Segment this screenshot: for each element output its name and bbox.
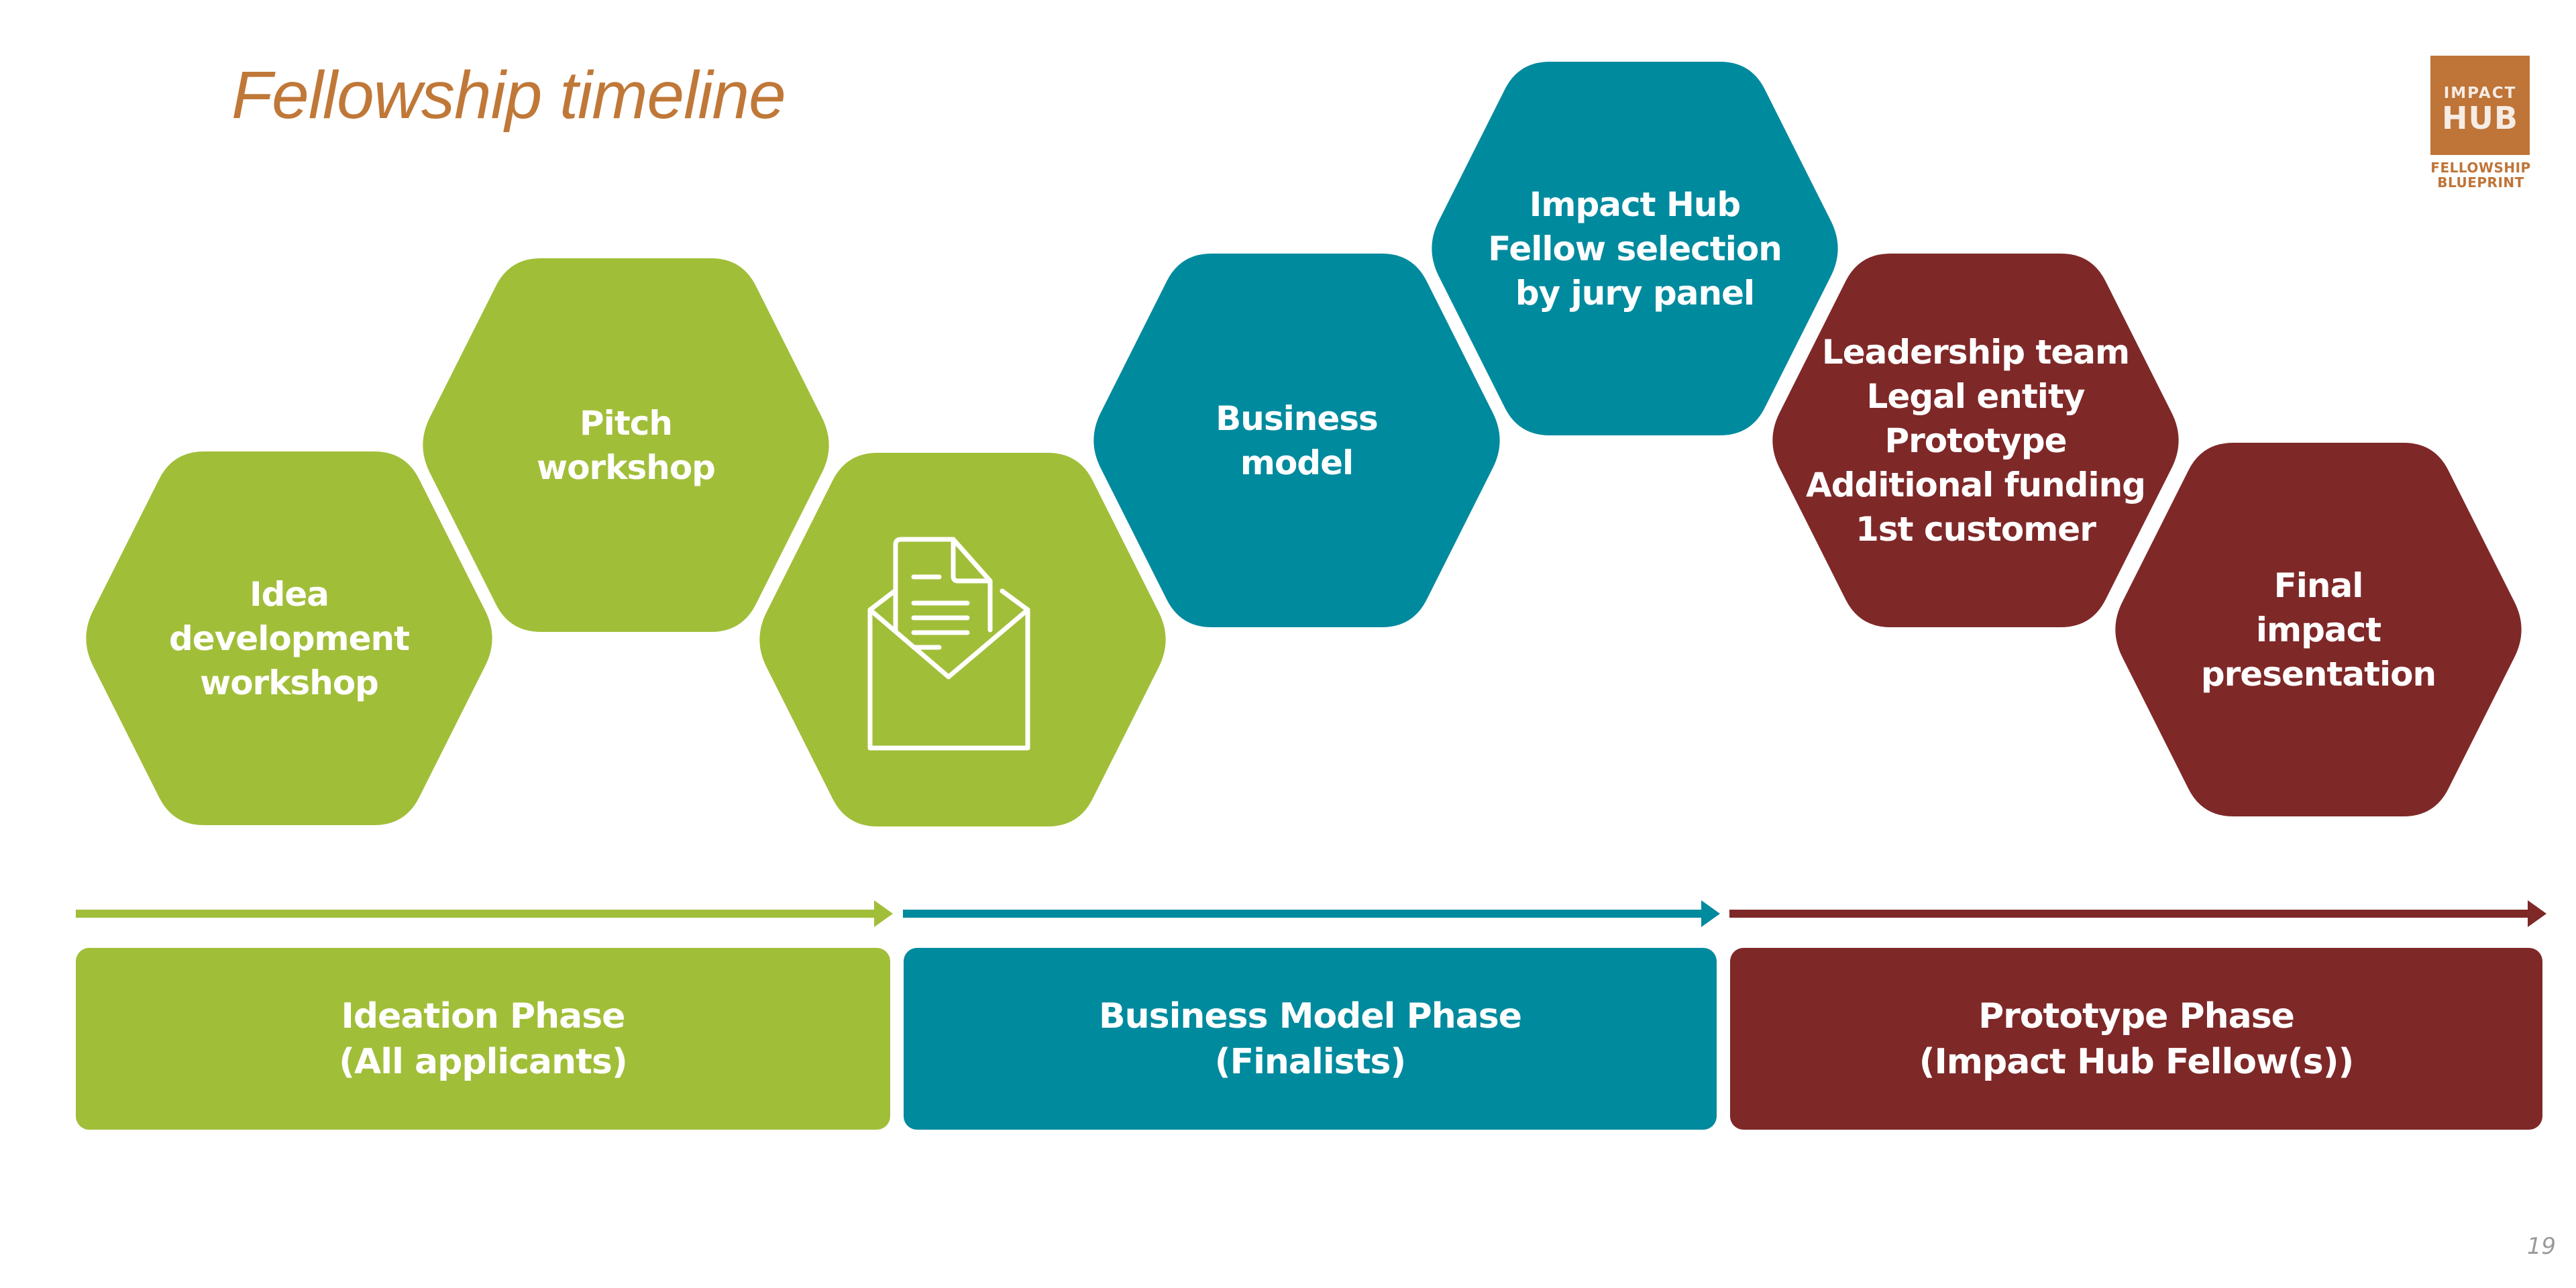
phase-audience: (All applicants) [339, 1041, 627, 1082]
logo-subtitle: FELLOWSHIP BLUEPRINT [2430, 160, 2531, 190]
step-label: Final impact presentation [2200, 566, 2436, 694]
envelope-document-icon [867, 537, 1030, 751]
step-label: Business model [1216, 398, 1379, 482]
step-label: Leadership team Legal entity Prototype A… [1806, 332, 2146, 549]
hexagon-shape [759, 453, 1166, 826]
business-arrow [903, 900, 1720, 927]
step-application [753, 453, 1173, 826]
logo-line-impact: IMPACT [2443, 85, 2517, 102]
phase-audience: (Impact Hub Fellow(s)) [1919, 1041, 2355, 1082]
ideation-arrow [76, 900, 893, 927]
page-number: 19 [2526, 1233, 2556, 1260]
step-label: Pitch workshop [537, 403, 716, 487]
phase-name: Business Model Phase [1098, 996, 1522, 1036]
hexagon-shape [1432, 62, 1838, 435]
step-label: Idea development workshop [169, 574, 410, 702]
prototype-arrow [1729, 900, 2546, 927]
logo-sub-blueprint: BLUEPRINT [2437, 174, 2524, 191]
step-final-presentation: Final impact presentation [2108, 443, 2528, 816]
slide-title: Fellowship timeline [231, 58, 786, 133]
step-prototype-milestones: Leadership team Legal entity Prototype A… [1766, 254, 2186, 627]
phase-name: Prototype Phase [1978, 996, 2295, 1036]
phase-prototype: Prototype Phase (Impact Hub Fellow(s)) [1730, 948, 2542, 1130]
hexagon-shape [2115, 443, 2522, 816]
impact-hub-logo: IMPACT HUB FELLOWSHIP BLUEPRINT [2430, 56, 2531, 190]
step-fellow-selection: Impact Hub Fellow selection by jury pane… [1425, 62, 1845, 435]
step-business-model: Business model [1087, 254, 1507, 627]
phase-audience: (Finalists) [1214, 1041, 1406, 1082]
logo-line-hub: HUB [2442, 100, 2518, 136]
hexagon-shape [423, 258, 829, 632]
hexagon-shape [1093, 254, 1500, 627]
hexagon-shape [1772, 254, 2179, 627]
step-pitch-workshop: Pitch workshop [416, 258, 836, 632]
phase-business-model: Business Model Phase (Finalists) [904, 948, 1717, 1130]
hexagon-shape [86, 451, 492, 825]
step-idea-development: Idea development workshop [79, 451, 499, 825]
logo-sub-fellowship: FELLOWSHIP [2430, 160, 2531, 176]
phase-ideation: Ideation Phase (All applicants) [76, 948, 890, 1130]
phase-name: Ideation Phase [341, 996, 626, 1036]
step-label: Impact Hub Fellow selection by jury pane… [1488, 184, 1782, 313]
logo-box: IMPACT HUB [2430, 56, 2530, 155]
